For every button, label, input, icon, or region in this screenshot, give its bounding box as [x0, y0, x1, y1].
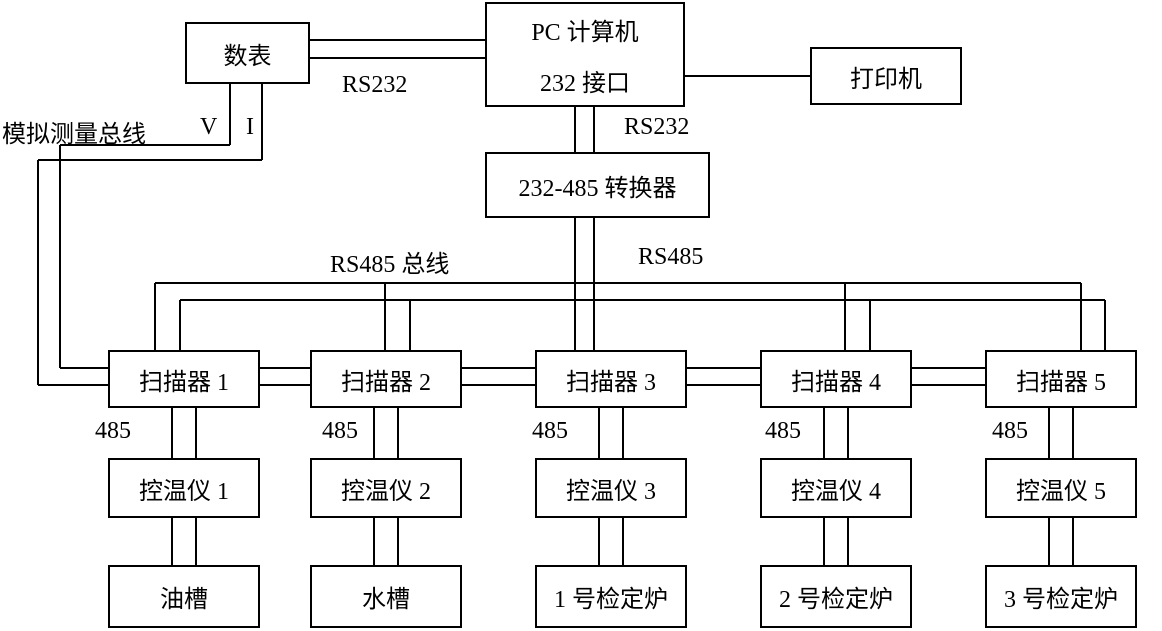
node-controller-3-label: 控温仪 3 — [566, 478, 656, 505]
node-controller-5-label: 控温仪 5 — [1016, 478, 1106, 505]
node-pc: PC 计算机 232 接口 — [485, 2, 685, 107]
node-controller-3: 控温仪 3 — [535, 458, 687, 518]
node-furnace-1-label: 1 号检定炉 — [554, 587, 668, 613]
current-label: I — [246, 114, 254, 140]
node-meter: 数表 — [185, 22, 310, 84]
node-printer-label: 打印机 — [850, 66, 922, 93]
node-furnace-2: 2 号检定炉 — [760, 565, 912, 628]
node-controller-5: 控温仪 5 — [985, 458, 1137, 518]
node-scanner-3: 扫描器 3 — [535, 350, 687, 408]
analog-bus-label: 模拟测量总线 — [2, 122, 146, 148]
node-oil-bath: 油槽 — [108, 565, 260, 628]
node-furnace-2-label: 2 号检定炉 — [779, 587, 893, 613]
node-furnace-3: 3 号检定炉 — [985, 565, 1137, 628]
node-scanner-4: 扫描器 4 — [760, 350, 912, 408]
rs232-meter-pc-label: RS232 — [342, 72, 408, 98]
node-pc-label: PC 计算机 232 接口 — [531, 12, 638, 98]
node-scanner-3-label: 扫描器 3 — [566, 369, 656, 396]
voltage-label: V — [200, 114, 218, 140]
rs232-pc-converter-label: RS232 — [624, 114, 690, 140]
node-water-bath: 水槽 — [310, 565, 462, 628]
node-furnace-1: 1 号检定炉 — [535, 565, 687, 628]
node-converter-label: 232-485 转换器 — [518, 175, 677, 202]
node-water-bath-label: 水槽 — [362, 587, 410, 613]
rs485-bus-label: RS485 总线 — [330, 252, 450, 278]
node-scanner-2-label: 扫描器 2 — [341, 369, 431, 396]
node-converter: 232-485 转换器 — [485, 152, 710, 218]
node-oil-bath-label: 油槽 — [160, 587, 208, 613]
node-scanner-4-label: 扫描器 4 — [791, 369, 881, 396]
node-pc-line1: PC 计算机 — [531, 19, 639, 46]
node-printer: 打印机 — [810, 47, 962, 105]
485-label-3: 485 — [532, 418, 568, 444]
node-controller-2-label: 控温仪 2 — [341, 478, 431, 505]
node-scanner-5-label: 扫描器 5 — [1016, 369, 1106, 396]
485-label-4: 485 — [765, 418, 801, 444]
node-controller-2: 控温仪 2 — [310, 458, 462, 518]
485-label-2: 485 — [322, 418, 358, 444]
node-scanner-1-label: 扫描器 1 — [139, 369, 229, 396]
node-controller-1-label: 控温仪 1 — [139, 478, 229, 505]
node-meter-label: 数表 — [223, 43, 272, 70]
485-label-5: 485 — [992, 418, 1028, 444]
node-pc-line2: 232 接口 — [539, 70, 630, 97]
485-label-1: 485 — [95, 418, 131, 444]
node-controller-4: 控温仪 4 — [760, 458, 912, 518]
node-scanner-2: 扫描器 2 — [310, 350, 462, 408]
node-controller-4-label: 控温仪 4 — [791, 478, 881, 505]
node-scanner-1: 扫描器 1 — [108, 350, 260, 408]
node-controller-1: 控温仪 1 — [108, 458, 260, 518]
rs485-label: RS485 — [638, 244, 704, 270]
node-furnace-3-label: 3 号检定炉 — [1004, 587, 1118, 613]
node-scanner-5: 扫描器 5 — [985, 350, 1137, 408]
